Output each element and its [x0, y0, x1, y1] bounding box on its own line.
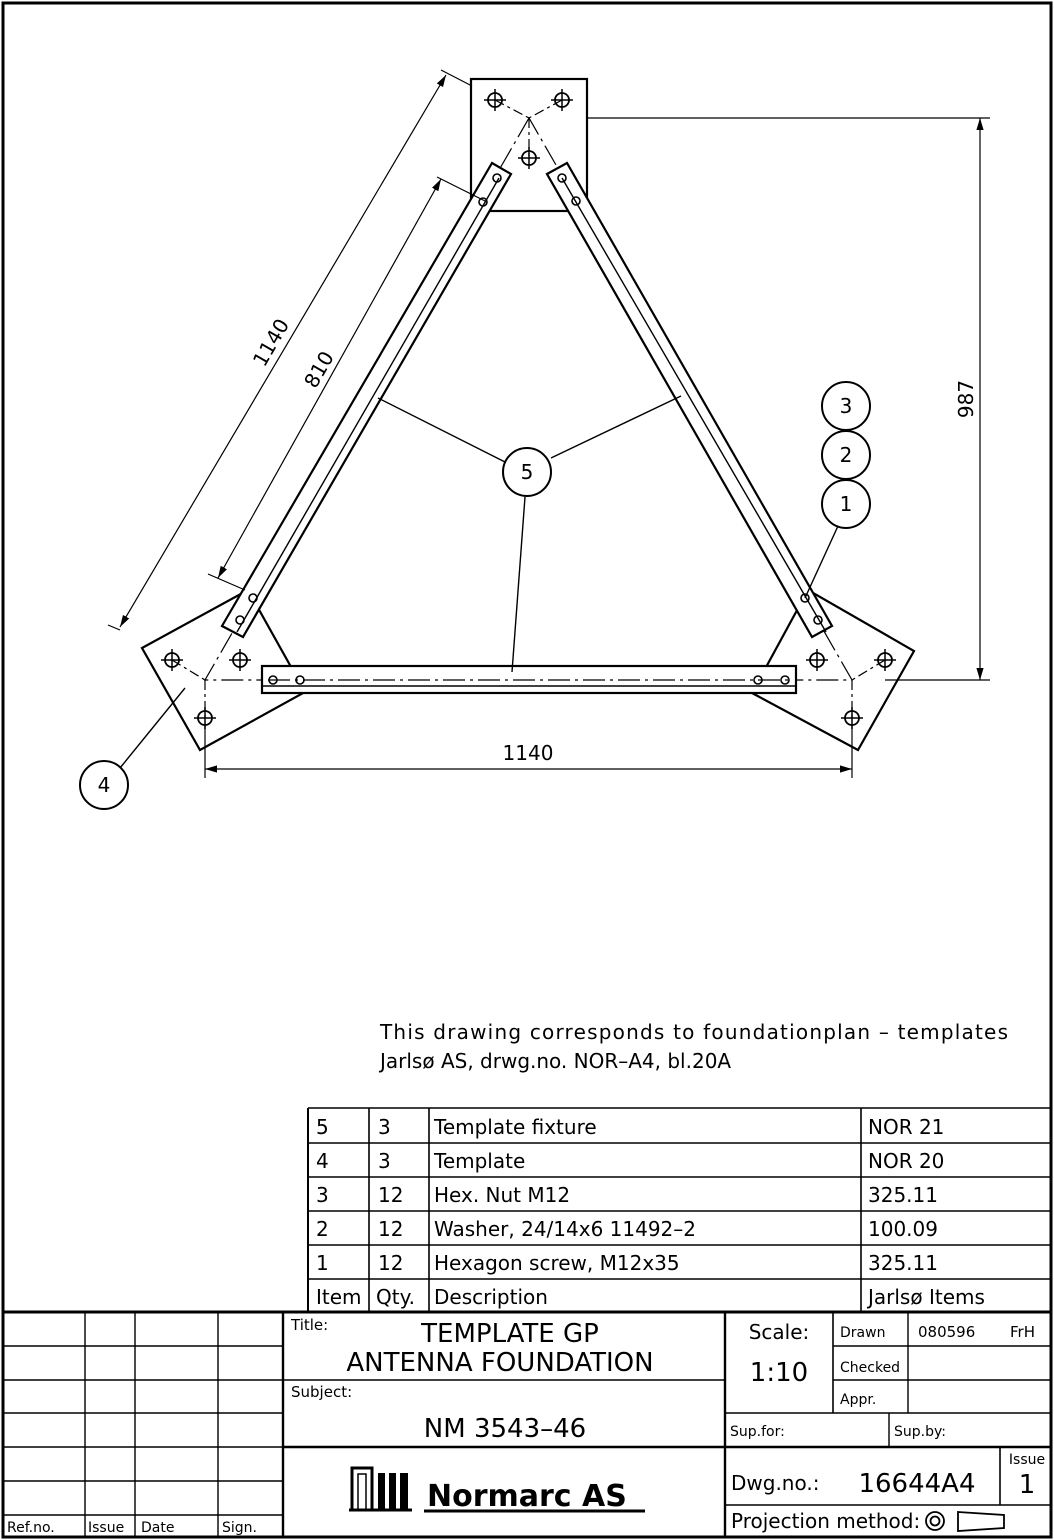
dim-diag-outer: 1140 — [248, 314, 294, 370]
issue-value: 1 — [1019, 1470, 1036, 1500]
dim-bottom: 1140 — [503, 741, 554, 765]
sup-for-label: Sup.for: — [730, 1424, 785, 1440]
balloon-5 — [502, 447, 552, 497]
parts-description: Template — [433, 1149, 525, 1173]
dimensions — [107, 69, 990, 778]
parts-item: 1 — [316, 1251, 329, 1275]
title-block — [3, 1310, 1051, 1537]
parts-header-qty: Qty. — [376, 1285, 415, 1309]
sup-by-label: Sup.by: — [894, 1424, 946, 1440]
parts-description: Template fixture — [433, 1115, 597, 1139]
dim-diag-inner: 810 — [299, 347, 339, 392]
checked-label: Checked — [840, 1360, 900, 1376]
projection-symbol-icon — [925, 1511, 1005, 1532]
parts-row: 5 3 Template fixture NOR 21 — [316, 1115, 944, 1139]
parts-row: 1 12 Hexagon screw, M12x35 325.11 — [316, 1251, 938, 1275]
rev-header-issue: Issue — [88, 1520, 124, 1536]
rev-header-sign: Sign. — [222, 1520, 257, 1536]
parts-header-row: Item Qty. Description Jarlsø Items — [316, 1285, 985, 1309]
drawn-by: FrH — [1010, 1323, 1035, 1341]
balloon-1 — [821, 479, 871, 529]
balloon-1-label: 1 — [840, 492, 853, 516]
balloon-leaders — [119, 395, 839, 769]
balloon-5-label: 5 — [521, 460, 534, 484]
parts-item: 2 — [316, 1217, 329, 1241]
issue-label: Issue — [1009, 1452, 1045, 1468]
parts-qty: 3 — [378, 1149, 391, 1173]
rev-header-date: Date — [141, 1520, 174, 1536]
parts-item: 5 — [316, 1115, 329, 1139]
balloon-3-label: 3 — [840, 394, 853, 418]
parts-ref: 325.11 — [868, 1251, 938, 1275]
parts-ref: NOR 21 — [868, 1115, 944, 1139]
parts-row: 3 12 Hex. Nut M12 325.11 — [316, 1183, 938, 1207]
dwg-no-label: Dwg.no.: — [731, 1471, 819, 1495]
template-plate-right — [750, 588, 916, 752]
drawn-date: 080596 — [918, 1323, 975, 1341]
company-name: Normarc AS — [427, 1479, 627, 1514]
title-line-2: ANTENNA FOUNDATION — [346, 1348, 653, 1378]
center-triangle — [203, 116, 854, 681]
parts-row: 2 12 Washer, 24/14x6 11492–2 100.09 — [316, 1217, 938, 1241]
center-line — [851, 659, 886, 681]
parts-qty: 12 — [378, 1251, 403, 1275]
center-line — [528, 99, 563, 119]
scale-label: Scale: — [749, 1320, 810, 1344]
fixture-bar-left — [220, 161, 513, 639]
title-label: Title: — [290, 1316, 328, 1334]
foundation-drawing — [140, 77, 916, 752]
parts-item: 4 — [316, 1149, 329, 1173]
subject-value: NM 3543–46 — [424, 1414, 586, 1444]
parts-qty: 12 — [378, 1183, 403, 1207]
subject-label: Subject: — [291, 1383, 352, 1401]
note-line-2: Jarlsø AS, drwg.no. NOR–A4, bl.20A — [378, 1049, 731, 1073]
parts-qty: 12 — [378, 1217, 403, 1241]
note-line-1: This drawing corresponds to foundationpl… — [379, 1020, 1008, 1044]
scale-value: 1:10 — [750, 1358, 808, 1388]
parts-ref: 325.11 — [868, 1183, 938, 1207]
appr-label: Appr. — [840, 1392, 876, 1408]
parts-description: Washer, 24/14x6 11492–2 — [434, 1217, 696, 1241]
center-line — [171, 659, 206, 681]
parts-qty: 3 — [378, 1115, 391, 1139]
dwg-no-value: 16644A4 — [858, 1469, 975, 1499]
parts-description: Hex. Nut M12 — [434, 1183, 570, 1207]
normarc-logo-icon — [349, 1466, 412, 1512]
balloon-4-label: 4 — [98, 773, 111, 797]
parts-ref: NOR 20 — [868, 1149, 944, 1173]
parts-header-item: Item — [316, 1285, 362, 1309]
parts-item: 3 — [316, 1183, 329, 1207]
parts-list-table — [307, 1107, 1051, 1312]
fixture-bar-right — [545, 161, 834, 639]
center-line — [494, 99, 530, 119]
parts-ref: 100.09 — [868, 1217, 938, 1241]
parts-description: Hexagon screw, M12x35 — [434, 1251, 680, 1275]
rev-header-ref-no: Ref.no. — [7, 1520, 55, 1536]
drawn-label: Drawn — [840, 1325, 885, 1341]
projection-label: Projection method: — [731, 1509, 920, 1533]
dim-height: 987 — [954, 380, 978, 418]
balloon-4 — [79, 760, 129, 810]
parts-header-ref: Jarlsø Items — [866, 1285, 985, 1309]
title-line-1: TEMPLATE GP — [420, 1319, 599, 1349]
balloon-2-label: 2 — [840, 443, 853, 467]
template-plate-top — [469, 77, 589, 213]
parts-row: 4 3 Template NOR 20 — [316, 1149, 944, 1173]
parts-header-description: Description — [434, 1285, 548, 1309]
